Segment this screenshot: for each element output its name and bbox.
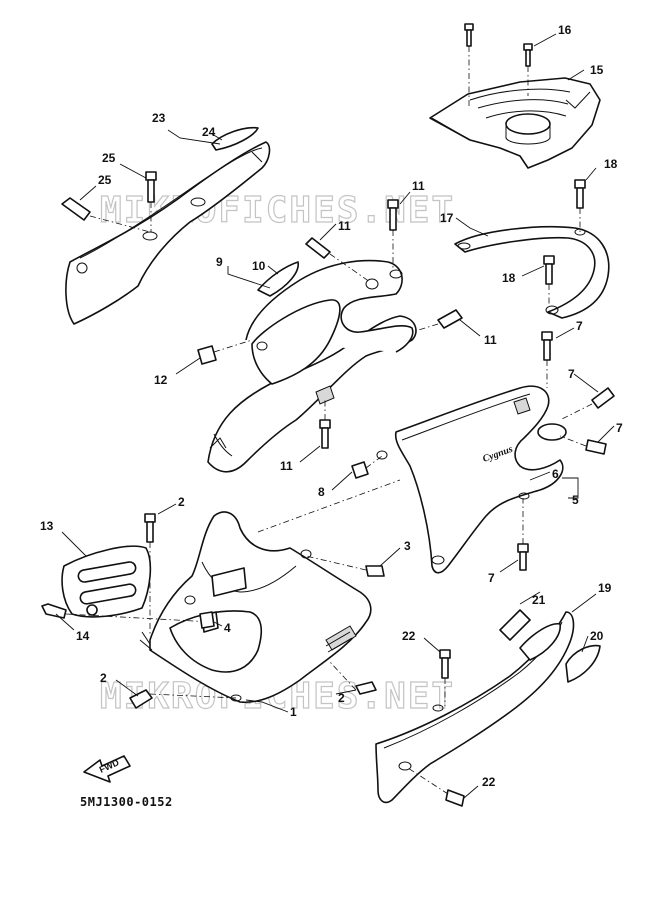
callout-25-top: 25 (102, 151, 116, 165)
callout-6: 6 (552, 467, 559, 481)
callout-12: 12 (154, 373, 168, 387)
callout-2-top: 2 (178, 495, 185, 509)
center-line-a (257, 479, 401, 533)
callout-11-mid: 11 (338, 219, 351, 233)
callout-24: 24 (202, 125, 216, 139)
callout-7-lower-right: 7 (616, 421, 623, 435)
part-24-emblem-strip (211, 126, 259, 151)
callout-25-left: 25 (98, 173, 112, 187)
callout-5: 5 (572, 493, 579, 507)
callout-15: 15 (590, 63, 604, 77)
callout-13: 13 (40, 519, 54, 533)
callout-7-top: 7 (576, 319, 583, 333)
callout-2-right: 2 (338, 691, 345, 705)
callout-11-top: 11 (412, 179, 425, 193)
callout-18-upper: 18 (604, 157, 618, 171)
part-7-screw-lower-right (559, 435, 607, 455)
part-17-grab-bar (454, 226, 610, 319)
part-14-screw (41, 603, 213, 623)
part-7-screw-bottom (517, 498, 529, 571)
callout-1: 1 (290, 705, 297, 719)
part-25-screw-angled (61, 197, 151, 233)
part-20-reflector (565, 644, 601, 683)
callout-7-bottom: 7 (488, 571, 495, 585)
callout-numbers: 1 2 2 2 3 4 5 6 7 7 7 7 8 9 10 11 11 11 … (40, 23, 623, 789)
part-19-lower-side-cover (375, 611, 575, 804)
callout-14: 14 (76, 629, 90, 643)
fwd-arrow-icon: FWD (83, 755, 131, 783)
callout-2-left: 2 (100, 671, 107, 685)
leader-lines (55, 33, 615, 799)
callout-3: 3 (404, 539, 411, 553)
part-22-screw-top (439, 649, 451, 706)
part-21-decal (499, 609, 531, 641)
part-2-screw-bottom-left (129, 689, 237, 709)
callout-4: 4 (224, 621, 231, 635)
callout-9: 9 (216, 255, 223, 269)
part-4-clip (199, 611, 215, 629)
part-22-screw-bottom (407, 767, 465, 807)
callout-21: 21 (532, 593, 546, 607)
part-8-nut (351, 455, 383, 479)
part-7-screw-top (541, 331, 553, 388)
part-2-screw-bottom-right (329, 661, 377, 695)
callout-22-top: 22 (402, 629, 416, 643)
part-9-center-side-cover (207, 259, 417, 473)
part-13-grille-panel (61, 545, 152, 618)
callout-18-lower: 18 (502, 271, 516, 285)
callout-10: 10 (252, 259, 266, 273)
callout-7-upper-right: 7 (568, 367, 575, 381)
part-15-rear-carrier-cover (429, 77, 601, 169)
callout-16: 16 (558, 23, 572, 37)
part-16-bolt-left (464, 23, 474, 108)
drawing-code: 5MJ1300-0152 (80, 795, 173, 809)
callout-17: 17 (440, 211, 454, 225)
callout-8: 8 (318, 485, 325, 499)
callout-11-right: 11 (484, 333, 497, 347)
part-25-screw-vertical (145, 171, 157, 232)
part-18-bolt-upper (574, 179, 586, 232)
callout-19: 19 (598, 581, 612, 595)
part-18-bolt-lower (543, 255, 555, 304)
part-11-screw-right (411, 309, 463, 333)
callout-23: 23 (152, 111, 166, 125)
part-6-main-side-cover: Cygnus (376, 385, 567, 574)
callout-22-bottom: 22 (482, 775, 496, 789)
part-12-nut (197, 339, 253, 365)
part-1-leg-shield (139, 511, 372, 704)
part-23-side-rail-cover (65, 141, 271, 325)
part-3-screw (305, 555, 385, 577)
part-11-screw-top (387, 199, 399, 270)
part-11-screw-mid (305, 237, 371, 283)
callout-20: 20 (590, 629, 604, 643)
part-7-screw-upper-right (559, 387, 615, 421)
part-11-screw-lower (319, 398, 331, 449)
callout-11-lower: 11 (280, 459, 293, 473)
part-2-screw-top (144, 513, 156, 636)
part-16-bolt-right (523, 43, 533, 96)
